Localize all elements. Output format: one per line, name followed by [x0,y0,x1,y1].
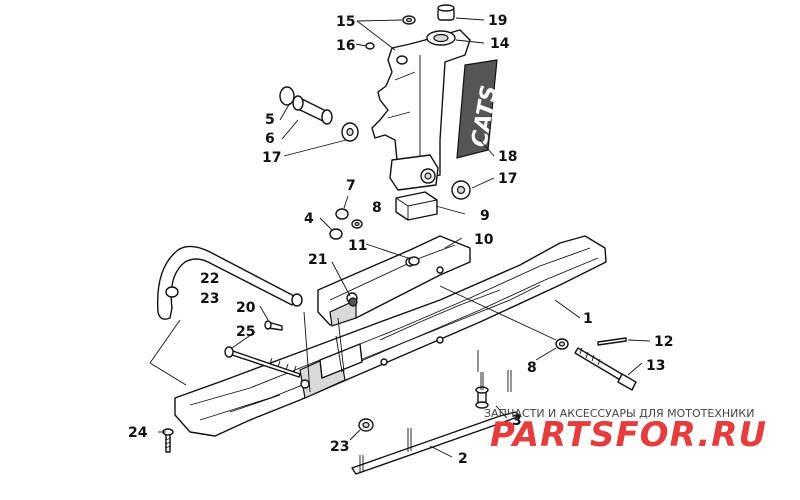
watermark-logo: PARTSFOR.RU [490,415,767,455]
bolt-24 [162,428,174,453]
bolt-21 [348,297,358,307]
callout-18: 18 [498,149,517,165]
callout-7: 7 [346,178,356,194]
nut-23-bottom [358,418,374,432]
callout-4: 4 [304,211,314,227]
sleeve-6 [292,95,333,125]
bolt-25 [224,346,301,378]
watermark-tagline: ЗАПЧАСТИ И АКСЕССУАРЫ ДЛЯ МОТОТЕХНИКИ [484,407,754,420]
callout-8-right: 8 [527,360,537,376]
spindle-decal: CATS [456,59,503,159]
nut-4 [329,228,343,240]
callout-21: 21 [308,252,327,268]
callout-1: 1 [583,311,593,327]
callout-9: 9 [480,208,490,224]
callout-23-bottom: 23 [330,439,349,455]
watermark: ЗАПЧАСТИ И АКСЕССУАРЫ ДЛЯ МОТОТЕХНИКИ PA… [484,407,767,455]
callout-24: 24 [128,425,148,441]
callout-19: 19 [488,13,507,29]
callout-12: 12 [654,334,673,350]
callout-15: 15 [336,14,355,30]
callout-11: 11 [348,238,367,254]
callout-16: 16 [336,38,355,54]
callout-17-right: 17 [498,171,517,187]
callout-23-top: 23 [200,291,219,307]
spindle [371,29,471,191]
washer-11 [408,256,420,266]
callout-22: 22 [200,271,219,287]
bushing-17-left [341,122,359,142]
callout-17-left: 17 [262,150,281,166]
callout-14: 14 [490,36,510,52]
leader-lines [149,17,651,458]
bolt-20 [264,320,283,331]
callout-2: 2 [458,451,468,467]
bushing-17-right [451,180,471,200]
bolt-13 [574,347,637,391]
nut-7 [335,208,349,220]
callout-5: 5 [265,112,275,128]
nut-23-top [165,286,179,298]
callout-20: 20 [236,300,256,316]
fitting-16 [365,42,375,50]
callout-10: 10 [474,232,494,248]
ski-loop [156,245,303,320]
callout-6: 6 [265,131,275,147]
callout-labels: 1 2 3 4 5 6 7 8 8 9 10 11 12 13 14 15 16… [128,13,673,467]
bushing-5 [279,86,295,106]
ski-body [174,235,607,437]
callout-13: 13 [646,358,665,374]
washer-8-right [555,338,569,350]
stud-3 [475,370,512,409]
wear-bar-2 [351,411,521,475]
callout-3: 3 [512,413,522,429]
cotter-pin-12 [597,337,627,346]
callout-25: 25 [236,324,255,340]
washer-8-top [351,219,363,229]
nut-15 [396,15,416,65]
cap-19 [437,4,455,21]
callout-8-top: 8 [372,200,382,216]
damper-block-9 [395,191,438,221]
